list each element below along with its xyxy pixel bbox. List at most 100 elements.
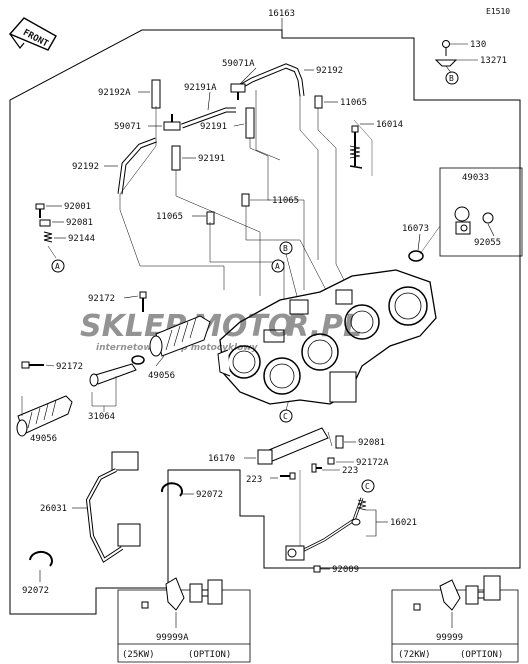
screw-92172A-icon [327, 457, 335, 465]
clamp-13271-icon [434, 59, 458, 67]
oring-92055-icon [482, 212, 494, 224]
part-92055: 92055 [474, 238, 501, 248]
screw-92172-top-icon [139, 291, 147, 312]
part-92191-a: 92191 [200, 122, 227, 132]
part-16021: 16021 [390, 518, 417, 528]
option-part-25kw: 99999A [156, 633, 189, 643]
joint-59071A-icon [230, 83, 246, 100]
part-59071A: 59071A [222, 59, 255, 69]
part-31064: 31064 [88, 412, 115, 422]
option-variant-25kw: (25KW) [122, 650, 155, 660]
part-92001: 92001 [64, 202, 91, 212]
part-11065-top: 11065 [340, 98, 367, 108]
option-part-72kw: 99999 [436, 633, 463, 643]
bolt-130-icon [442, 40, 450, 56]
option-label-25kw: (OPTION) [188, 650, 231, 660]
hose-92191-upper-icon [245, 107, 255, 139]
part-223-left: 223 [246, 475, 262, 485]
sensor-49056-low-icon [16, 395, 73, 437]
joint-59071-icon [163, 114, 181, 131]
part-11065-left: 11065 [156, 212, 183, 222]
clip-92072-low-icon [29, 550, 53, 567]
part-49056-low: 49056 [30, 434, 57, 444]
svg-text:C: C [365, 482, 370, 491]
part-16170: 16170 [208, 454, 235, 464]
part-92192-left: 92192 [72, 162, 99, 172]
option-part-25kw-icon [141, 577, 223, 611]
sensor-49056-mid-icon [149, 315, 211, 357]
guide-lines [119, 90, 353, 300]
watermark-main-c: R.PL [286, 309, 362, 344]
washer-92081-right-icon [335, 435, 344, 449]
cap-11065-left-icon [206, 211, 215, 225]
clip-92072-mid-icon [160, 482, 183, 497]
part-92072-low: 92072 [22, 586, 49, 596]
front-arrow-icon: FRONT [8, 17, 57, 51]
hose-92191A-icon [181, 107, 236, 129]
svg-text:B: B [449, 74, 454, 83]
ref-marker-c-right: C [361, 479, 375, 493]
part-92072-mid: 92072 [196, 490, 223, 500]
svg-text:A: A [55, 262, 60, 271]
bracket-16170-icon [257, 427, 329, 465]
part-92191-b: 92191 [198, 154, 225, 164]
spring-92144-icon [43, 231, 53, 243]
part-92172-top: 92172 [88, 294, 115, 304]
option-part-72kw-icon [413, 575, 501, 611]
screw-16014-icon [349, 125, 363, 169]
option-box-72kw: 99999 (72KW) (OPTION) [391, 575, 519, 663]
part-92081-left: 92081 [66, 218, 93, 228]
part-49033: 49033 [462, 173, 489, 183]
screw-92172-left-icon [21, 361, 44, 369]
option-box-25kw: 99999A (25KW) (OPTION) [117, 577, 251, 663]
part-92192-top: 92192 [316, 66, 343, 76]
hose-92192A-icon [151, 79, 161, 109]
svg-text:B: B [283, 244, 288, 253]
screw-223-right-icon [311, 463, 322, 473]
part-92144: 92144 [68, 234, 95, 244]
hose-92191-lower-icon [171, 145, 181, 171]
part-130: 130 [470, 40, 486, 50]
part-26031: 26031 [40, 504, 67, 514]
part-92172-left: 92172 [56, 362, 83, 372]
washer-92081-icon [39, 219, 51, 227]
svg-text:C: C [283, 412, 288, 421]
ref-marker-b-lower: B [279, 241, 293, 255]
part-59071: 59071 [114, 122, 141, 132]
ref-marker-a-mid: A [271, 259, 285, 273]
cap-11065-top-icon [314, 95, 323, 109]
part-13271: 13271 [480, 56, 507, 66]
assembly-outline [9, 29, 521, 615]
part-11065-mid: 11065 [272, 196, 299, 206]
shaft-31064-icon [89, 355, 145, 387]
harness-26031-icon [85, 451, 141, 563]
ref-marker-a-left: A [51, 259, 65, 273]
part-92081-right: 92081 [358, 438, 385, 448]
option-label-72kw: (OPTION) [460, 650, 503, 660]
hose-92192-left-icon [117, 137, 157, 195]
part-92191A: 92191A [184, 83, 217, 93]
part-92192A: 92192A [98, 88, 131, 98]
diagram-code: E1510 [486, 7, 510, 16]
cable-16021-icon [285, 497, 367, 561]
part-92172A: 92172A [356, 458, 389, 468]
screw-223-left-icon [280, 472, 296, 480]
ref-marker-c-mid: C [279, 409, 293, 423]
detail-box-49033 [439, 167, 523, 257]
svg-text:A: A [275, 262, 280, 271]
screw-92001-icon [35, 203, 45, 218]
part-92009: 92009 [332, 565, 359, 575]
part-16073: 16073 [402, 224, 429, 234]
part-16163: 16163 [268, 9, 295, 19]
part-223-right: 223 [342, 466, 358, 476]
sensor-49033-icon [454, 206, 471, 235]
cap-11065-mid-icon [241, 193, 250, 207]
option-variant-72kw: (72KW) [398, 650, 431, 660]
throttle-body-icon [217, 269, 437, 405]
hose-92192-icon [236, 63, 305, 97]
part-49056-mid: 49056 [148, 371, 175, 381]
ref-marker-b-upper: B [445, 71, 459, 85]
screw-92009-icon [313, 565, 330, 573]
